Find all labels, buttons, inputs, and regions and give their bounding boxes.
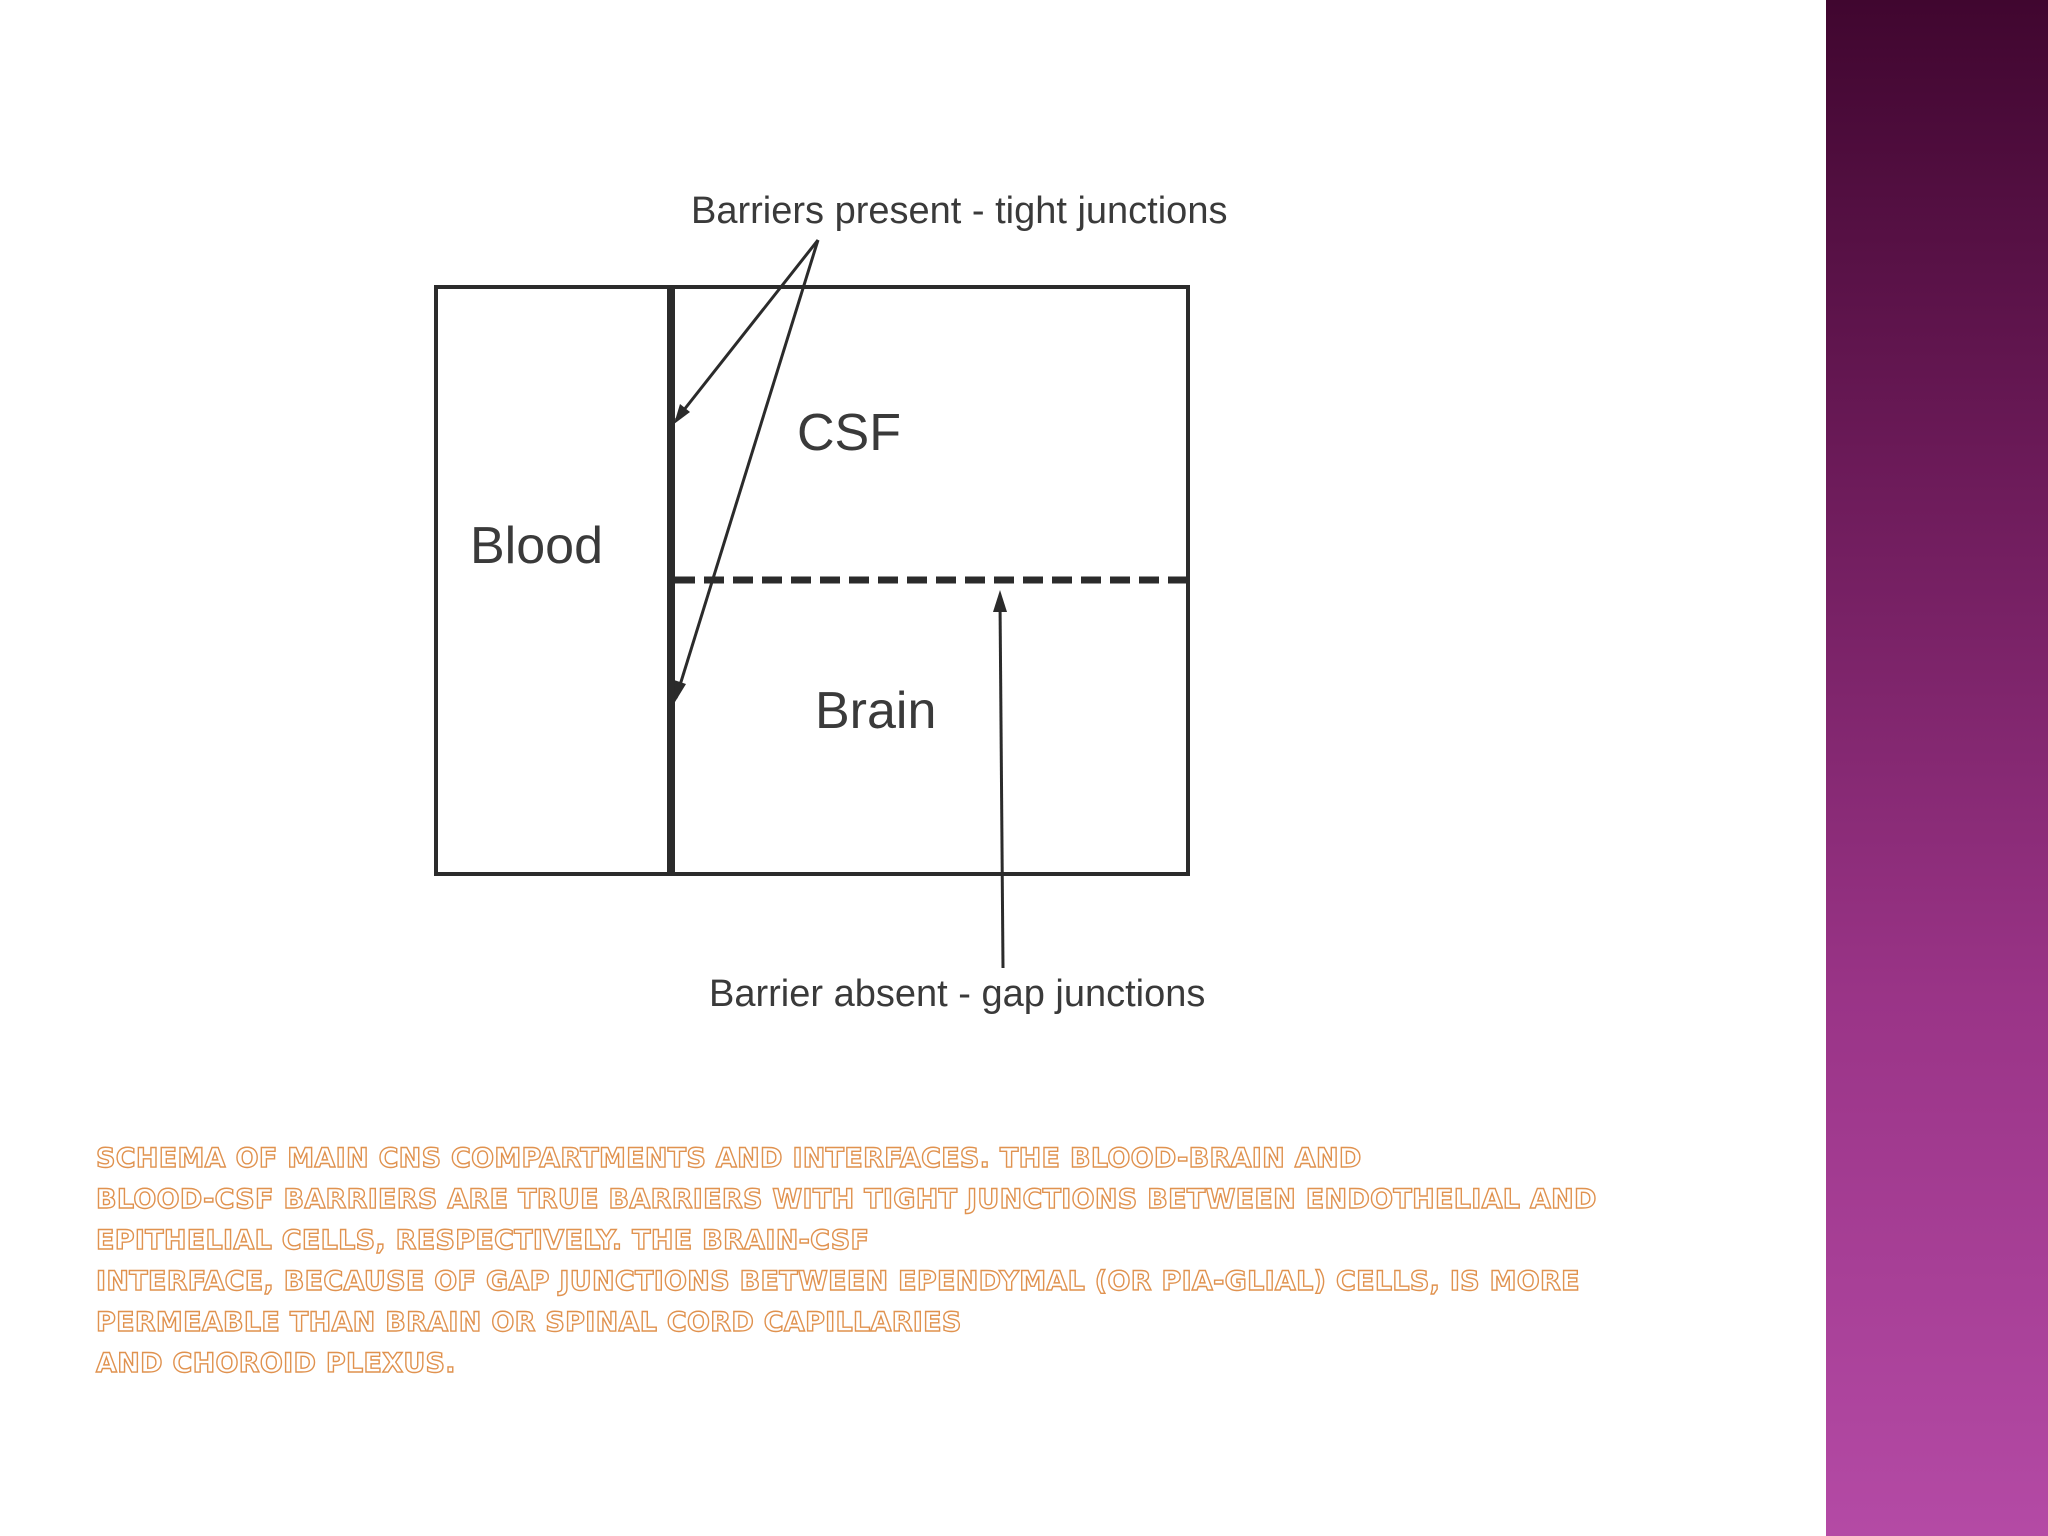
decorative-side-band (1826, 0, 2048, 1536)
caption-line: interface, because of gap junctions betw… (95, 1265, 1580, 1297)
arrowhead-blood-csf (674, 404, 690, 424)
arrowhead-blood-brain (674, 680, 686, 702)
caption-line: epithelial cells, respectively. The brai… (95, 1224, 870, 1256)
compartment-diagram: Barriers present - tight junctions Blood… (434, 190, 1227, 1015)
caption-line: blood-CSF barriers are true barriers wit… (95, 1183, 1597, 1215)
pointer-line-brain-csf (998, 599, 1005, 969)
label-csf: CSF (797, 404, 901, 462)
label-brain: Brain (815, 682, 936, 740)
label-barriers-present: Barriers present - tight junctions (691, 190, 1227, 232)
pointer-line-blood-csf (674, 239, 820, 421)
outer-box (434, 285, 1190, 876)
figure-caption: Schema of main CNS compartments and inte… (95, 1138, 1796, 1384)
pointer-line-blood-brain (674, 239, 820, 699)
caption-line: permeable than brain or spinal cord capi… (95, 1306, 962, 1338)
label-blood: Blood (470, 517, 603, 575)
caption-line: Schema of main CNS compartments and inte… (95, 1142, 1362, 1174)
arrowhead-brain-csf (993, 590, 1007, 612)
label-barrier-absent: Barrier absent - gap junctions (709, 973, 1205, 1015)
caption-line: and choroid plexus. (95, 1347, 456, 1379)
